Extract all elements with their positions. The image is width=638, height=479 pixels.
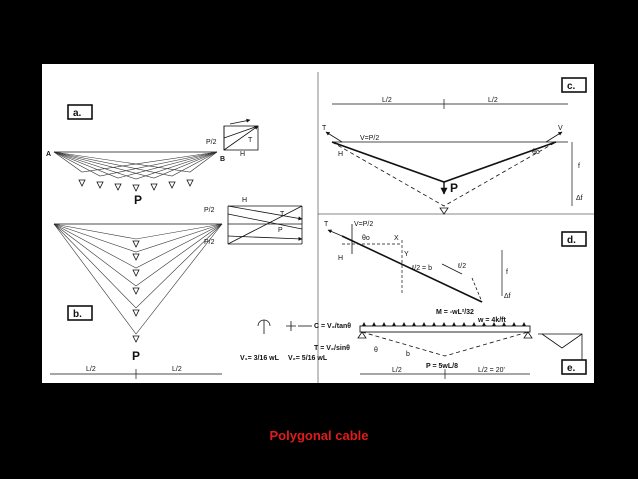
panel-b-label-H: H bbox=[242, 197, 247, 204]
diagram-panel: a. A B P bbox=[42, 64, 594, 383]
panel-a-label-H: H bbox=[240, 151, 245, 158]
panel-a: a. A B P bbox=[46, 104, 259, 207]
panel-c-load-dashed bbox=[439, 207, 449, 215]
panel-e-label-L20: L/2 = 20' bbox=[478, 367, 505, 374]
panel-e-label-V1: V₁= 3/16 wL bbox=[240, 355, 280, 362]
panel-d-label-f: f bbox=[506, 269, 508, 276]
panel-d-label-ell: ℓ/2 = b bbox=[411, 265, 432, 272]
panel-c-cable bbox=[331, 141, 557, 183]
panel-b: b. P P/2 P/2 H T P L/2 L/2 bbox=[50, 197, 303, 379]
panel-b-force-polygon bbox=[227, 205, 303, 245]
panel-c-label-f: f bbox=[578, 163, 580, 170]
panel-d-tag-box bbox=[561, 231, 587, 247]
panel-e-label-P: P = 5wL/8 bbox=[426, 363, 458, 370]
panel-b-label-P2-bottom: P/2 bbox=[204, 239, 215, 246]
panel-c-cable-deflected bbox=[331, 141, 557, 207]
panel-e-label-T: T = V₂/sinθ bbox=[314, 345, 350, 352]
panel-e-support-right bbox=[523, 331, 533, 339]
panel-a-label-P2: P/2 bbox=[206, 139, 217, 146]
panel-a-label-A: A bbox=[46, 151, 51, 158]
panel-e-column-sketch bbox=[538, 333, 583, 360]
panel-d-label-VP2: V=P/2 bbox=[354, 221, 373, 228]
panel-a-label-T: T bbox=[248, 137, 253, 144]
panel-e-tag-box bbox=[561, 359, 587, 375]
panel-c-label-V: V bbox=[558, 125, 563, 132]
panel-e-freebody bbox=[257, 319, 312, 334]
panel-c-label-theta: θo bbox=[532, 149, 540, 156]
panel-e-tie-cable bbox=[361, 331, 529, 357]
panel-d-label-ell2: ℓ/2 bbox=[457, 263, 466, 270]
panel-e-label-theta: θ bbox=[374, 347, 378, 354]
panel-d-label-Y: Y bbox=[404, 251, 409, 258]
panel-d: d. V=P/2 T H X Y θo ℓ/2 = b ℓ/2 f Δf bbox=[324, 221, 587, 303]
panel-d-label-H: H bbox=[338, 255, 343, 262]
panel-a-label-B: B bbox=[220, 156, 225, 163]
panel-b-label-P: P bbox=[132, 349, 140, 363]
panel-a-label-P: P bbox=[134, 193, 142, 207]
panel-e-label-M: M = -wL²/32 bbox=[436, 309, 474, 316]
panel-e: e. M = -wL²/32 w = 4k/ft θ b P = 5wL/8 L… bbox=[240, 309, 587, 379]
panel-e-support-left bbox=[357, 331, 367, 339]
panel-a-loads bbox=[78, 179, 194, 192]
panel-a-tag: a. bbox=[73, 108, 82, 119]
panel-e-distributed-load bbox=[362, 322, 526, 326]
panel-c-label-P: P bbox=[450, 181, 458, 195]
panel-b-label-L2a: L/2 bbox=[86, 366, 96, 373]
panel-d-label-X: X bbox=[394, 235, 399, 242]
panel-a-cable-lines bbox=[53, 151, 218, 180]
panel-e-label-V2: V₂= 5/16 wL bbox=[288, 355, 328, 362]
cable-diagram: a. A B P bbox=[46, 72, 594, 383]
panel-c-tag-box bbox=[561, 77, 587, 93]
panel-c-label-L2b: L/2 bbox=[488, 97, 498, 104]
panel-e-label-b: b bbox=[406, 351, 410, 358]
panel-c-label-T: T bbox=[322, 125, 327, 132]
panel-c-label-VP2: V=P/2 bbox=[360, 135, 379, 142]
panel-e-label-L2: L/2 bbox=[392, 367, 402, 374]
panel-e-tag: e. bbox=[567, 363, 576, 374]
panel-a-force-polygon bbox=[223, 118, 259, 151]
panel-c-tag: c. bbox=[567, 81, 576, 92]
slide-caption: Polygonal cable bbox=[269, 428, 369, 443]
panel-d-dashed-cable bbox=[471, 277, 483, 303]
panel-b-loads bbox=[132, 240, 140, 343]
panel-c-label-df: Δf bbox=[576, 195, 583, 202]
panel-b-label-P2-top: P/2 bbox=[204, 207, 215, 214]
panel-c-T-left-arrow bbox=[325, 131, 343, 143]
panel-c-label-H: H bbox=[338, 151, 343, 158]
panel-c: c. L/2 L/2 T V V=P/2 H θo P f Δf bbox=[322, 77, 587, 215]
panel-d-label-T: T bbox=[324, 221, 329, 228]
panel-a-tag-box bbox=[67, 104, 93, 120]
panel-e-label-w: w = 4k/ft bbox=[477, 317, 506, 324]
panel-b-tag-box bbox=[67, 305, 93, 321]
panel-d-label-df: Δf bbox=[504, 293, 511, 300]
panel-d-label-theta: θo bbox=[362, 235, 370, 242]
panel-b-label-L2b: L/2 bbox=[172, 366, 182, 373]
panel-d-ell-dim bbox=[441, 263, 463, 275]
panel-c-T-right-arrow bbox=[545, 131, 563, 143]
panel-d-cable bbox=[341, 235, 483, 303]
panel-d-tag: d. bbox=[567, 235, 576, 246]
panel-b-tag: b. bbox=[73, 309, 82, 320]
panel-b-label-P-mid: P bbox=[278, 227, 283, 234]
panel-b-cable-lines bbox=[53, 223, 223, 335]
panel-b-label-T: T bbox=[280, 211, 285, 218]
panel-e-label-C: C = V₂/tanθ bbox=[314, 323, 351, 330]
panel-c-label-L2a: L/2 bbox=[382, 97, 392, 104]
panel-e-beam bbox=[359, 325, 531, 333]
panel-d-T-arrow bbox=[327, 229, 343, 237]
